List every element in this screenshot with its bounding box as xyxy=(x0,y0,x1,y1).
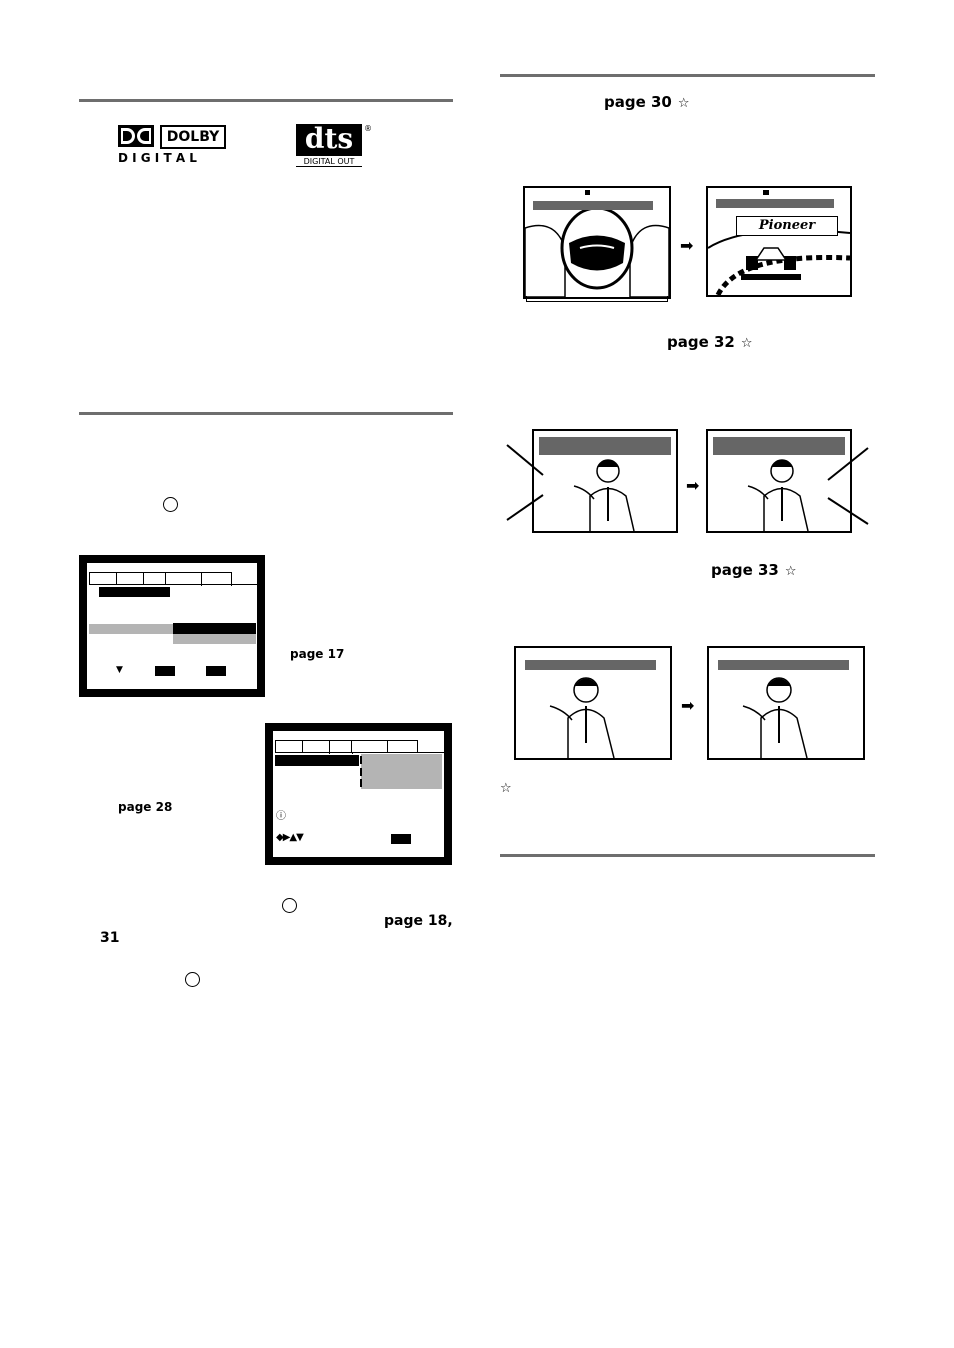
dts-digital-out-text: DIGITAL OUT xyxy=(296,157,362,167)
navigation-arrows-icon: ◆▶▲▼ xyxy=(276,832,304,843)
menu-option-list xyxy=(361,754,442,789)
helmet-angle-illustration xyxy=(523,186,671,299)
presenter-icon xyxy=(742,677,808,758)
presenter-icon xyxy=(573,459,635,531)
page-17-reference: page 17 xyxy=(290,647,345,661)
page-28-reference: page 28 xyxy=(118,800,173,814)
presenter-illustration-1 xyxy=(532,429,678,533)
menu-value-selected xyxy=(173,623,256,634)
presenter-icon xyxy=(747,459,809,531)
page-32-reference: page 32☆ xyxy=(667,333,753,351)
menu-highlight xyxy=(275,755,359,766)
pioneer-logo: Pioneer xyxy=(736,216,838,236)
right-arrow-icon: ➡ xyxy=(686,476,700,495)
star-icon: ☆ xyxy=(740,336,753,351)
menu-row-selected xyxy=(89,624,173,634)
section-rule-2 xyxy=(79,412,453,415)
dts-digital-out-logo: dts ® DIGITAL OUT xyxy=(296,124,376,170)
registered-mark: ® xyxy=(364,124,372,133)
page-18-reference: page 18, xyxy=(384,913,453,929)
dolby-double-d-icon xyxy=(118,125,154,147)
page-31-reference: 31 xyxy=(100,930,120,946)
dolby-digital-logo: DOLBY D I G I T A L xyxy=(118,125,228,165)
right-arrow-icon: ➡ xyxy=(680,236,694,255)
star-icon: ☆ xyxy=(677,96,690,111)
step-circle-icon xyxy=(163,497,178,512)
section-rule-4 xyxy=(500,854,875,857)
menu-tab-active xyxy=(201,572,232,586)
right-arrow-icon: ➡ xyxy=(681,696,695,715)
menu-button xyxy=(391,834,411,844)
step-circle-icon xyxy=(185,972,200,987)
menu-button xyxy=(155,666,175,676)
menu-highlight xyxy=(99,587,170,597)
presenter-illustration-2 xyxy=(706,429,852,533)
presenter-illustration-3 xyxy=(514,646,672,760)
presenter-illustration-4 xyxy=(707,646,865,760)
footnote-star-icon: ☆ xyxy=(500,781,512,796)
dolby-word: DOLBY xyxy=(160,125,226,149)
setup-menu-screen-2: ⓘ ◆▶▲▼ xyxy=(265,723,452,865)
dts-word: dts xyxy=(296,124,362,156)
down-arrow-icon: ▼ xyxy=(116,665,123,675)
section-rule-3 xyxy=(500,74,875,77)
pan-lines-right-icon xyxy=(827,447,869,525)
racecar-angle-illustration: Pioneer xyxy=(706,186,852,297)
star-icon: ☆ xyxy=(784,564,797,579)
info-icon: ⓘ xyxy=(276,811,286,822)
pan-lines-left-icon xyxy=(506,444,544,521)
page-33-reference: page 33☆ xyxy=(711,561,797,579)
section-rule-1 xyxy=(79,99,453,102)
menu-value-option xyxy=(173,634,256,644)
dolby-digital-text: D I G I T A L xyxy=(118,151,197,165)
page-30-reference: page 30☆ xyxy=(604,93,690,111)
step-circle-icon xyxy=(282,898,297,913)
setup-menu-screen-1: ▼ xyxy=(79,555,265,697)
presenter-icon xyxy=(549,677,615,758)
menu-button xyxy=(206,666,226,676)
